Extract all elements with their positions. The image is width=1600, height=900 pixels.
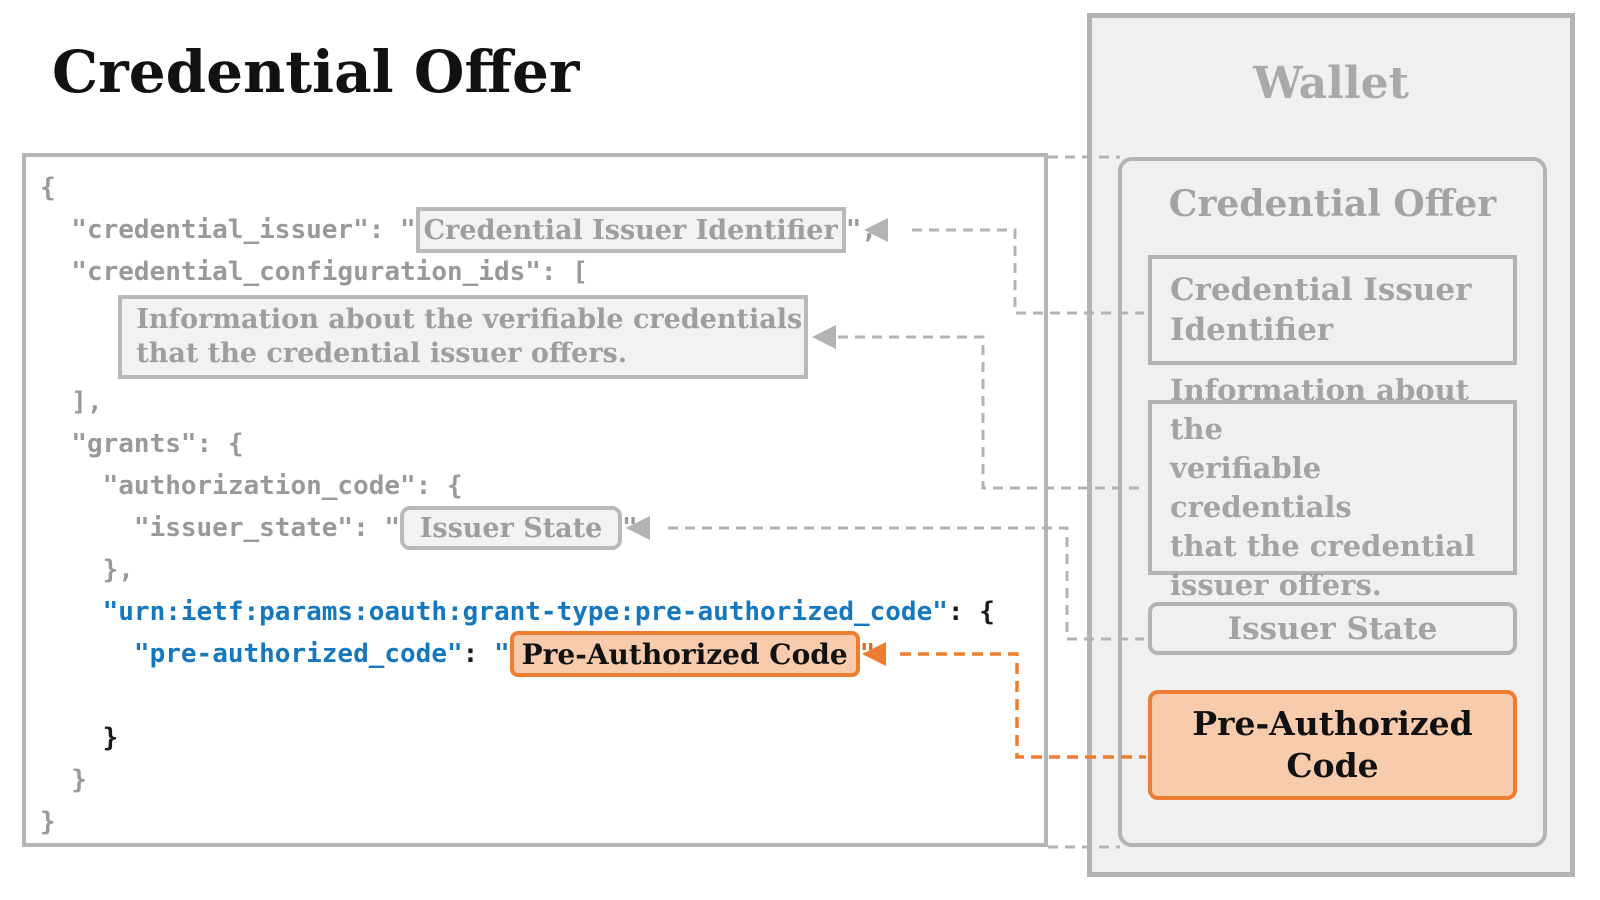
code-line-pre-authorized-code: "pre-authorized_code": " Pre-Authorized C… — [40, 631, 1044, 677]
label-line2: verifiable credentials — [1170, 450, 1352, 524]
code-line: } — [40, 759, 1044, 801]
code-line: }, — [40, 549, 1044, 591]
credential-issuer-identifier-tag: Credential Issuer Identifier — [415, 207, 846, 253]
code-text: "credential_issuer": " — [40, 215, 416, 245]
code-line-authorization-code: "authorization_code": { — [40, 465, 1044, 507]
label: Issuer State — [1227, 610, 1438, 647]
label-line4: issuer offers. — [1170, 567, 1382, 602]
code-line-credential-info: Information about the verifiable credent… — [40, 293, 1044, 381]
code-text: : { — [947, 597, 995, 627]
code-text-key: "pre-authorized_code" — [133, 639, 463, 669]
tag-label: Pre-Authorized Code — [521, 637, 848, 671]
tag-label: Credential Issuer Identifier — [423, 214, 838, 246]
page-title: Credential Offer — [52, 38, 580, 106]
code-text: "credential_configuration_ids": [ — [40, 257, 588, 287]
wallet-issuer-state-box: Issuer State — [1148, 602, 1517, 655]
wallet-credential-issuer-identifier-box: Credential Issuer Identifier — [1148, 255, 1517, 365]
code-text: } — [40, 807, 56, 837]
code-text: ], — [40, 387, 103, 417]
code-line: ], — [40, 381, 1044, 423]
code-text: { — [40, 173, 56, 203]
label-line3: that the credential — [1170, 528, 1476, 563]
code-line-issuer-state: "issuer_state": " Issuer State " — [40, 506, 1044, 550]
code-text: } — [40, 765, 87, 795]
code-line-pre-authorized-grant: "urn:ietf:params:oauth:grant-type:pre-au… — [40, 591, 1044, 633]
code-text: }, — [40, 555, 134, 585]
code-line-credential-issuer: "credential_issuer": "Credential Issuer … — [40, 207, 1044, 253]
wallet-title: Wallet — [1253, 58, 1409, 109]
credential-info-tag: Information about the verifiable credent… — [118, 295, 809, 379]
code-text: } — [40, 723, 119, 753]
tag-label: Issuer State — [419, 512, 603, 544]
code-text: : — [462, 639, 494, 669]
wallet-pre-authorized-code-box: Pre-Authorized Code — [1148, 690, 1517, 800]
code-line: } — [40, 717, 1044, 759]
code-text: "authorization_code": { — [40, 471, 463, 501]
code-text: " — [493, 639, 510, 669]
wallet-credential-offer-title: Credential Offer — [1168, 183, 1497, 225]
code-line: } — [40, 801, 1044, 843]
code-text-grant-type: "urn:ietf:params:oauth:grant-type:pre-au… — [40, 597, 948, 627]
wallet-credential-info-box: Information about the verifiable credent… — [1148, 373, 1517, 602]
code-text — [40, 639, 134, 669]
code-text: " — [622, 513, 638, 543]
code-text: " — [859, 639, 876, 669]
label-line2: Identifier — [1170, 312, 1334, 348]
label-line1: Credential Issuer — [1170, 272, 1472, 308]
code-text: "grants": { — [40, 429, 244, 459]
label-line1: Information about the — [1170, 372, 1470, 446]
credential-offer-json-panel: { "credential_issuer": "Credential Issue… — [22, 153, 1048, 847]
code-text: ", — [845, 215, 877, 245]
code-line-grants: "grants": { — [40, 423, 1044, 465]
code-text — [40, 322, 118, 352]
tag-label-line1: Information about the verifiable credent… — [136, 304, 803, 335]
code-line: { — [40, 167, 1044, 209]
tag-label-line2: that the credential issuer offers. — [136, 338, 628, 369]
label-line1: Pre-Authorized — [1192, 704, 1473, 743]
pre-authorized-code-tag: Pre-Authorized Code — [509, 631, 860, 677]
code-text: "issuer_state": " — [40, 513, 401, 543]
label-line2: Code — [1286, 746, 1379, 785]
issuer-state-tag: Issuer State — [400, 506, 623, 550]
code-line-blank — [40, 675, 1044, 717]
code-line-configuration-ids: "credential_configuration_ids": [ — [40, 251, 1044, 293]
